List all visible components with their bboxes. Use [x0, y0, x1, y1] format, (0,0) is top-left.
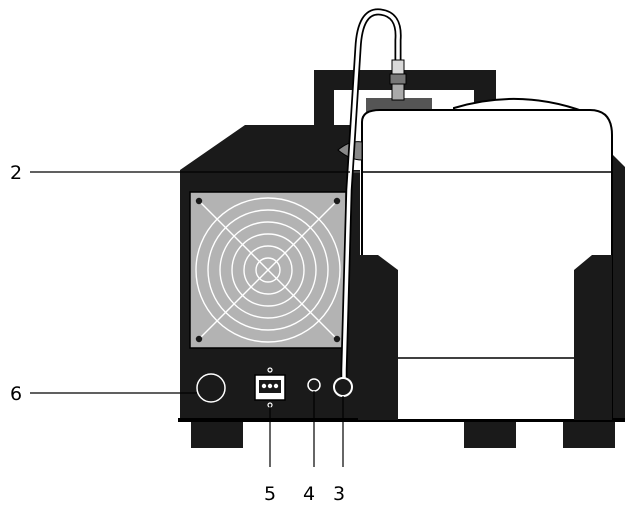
- fan-grille: [189, 191, 347, 349]
- callout-2: 2: [10, 162, 22, 184]
- callout-5: 5: [264, 483, 276, 505]
- fluid-hose: [340, 8, 407, 389]
- feet: [191, 422, 615, 448]
- fuse-holder: [307, 378, 321, 392]
- callout-leaders: [30, 171, 350, 467]
- callout-3: 3: [333, 483, 345, 505]
- callout-6: 6: [10, 383, 22, 405]
- hose-outlet: [333, 377, 353, 397]
- callout-4: 4: [303, 483, 315, 505]
- main-switch: [196, 373, 226, 403]
- lower-panel: [196, 367, 353, 408]
- fluid-tank: [358, 109, 613, 421]
